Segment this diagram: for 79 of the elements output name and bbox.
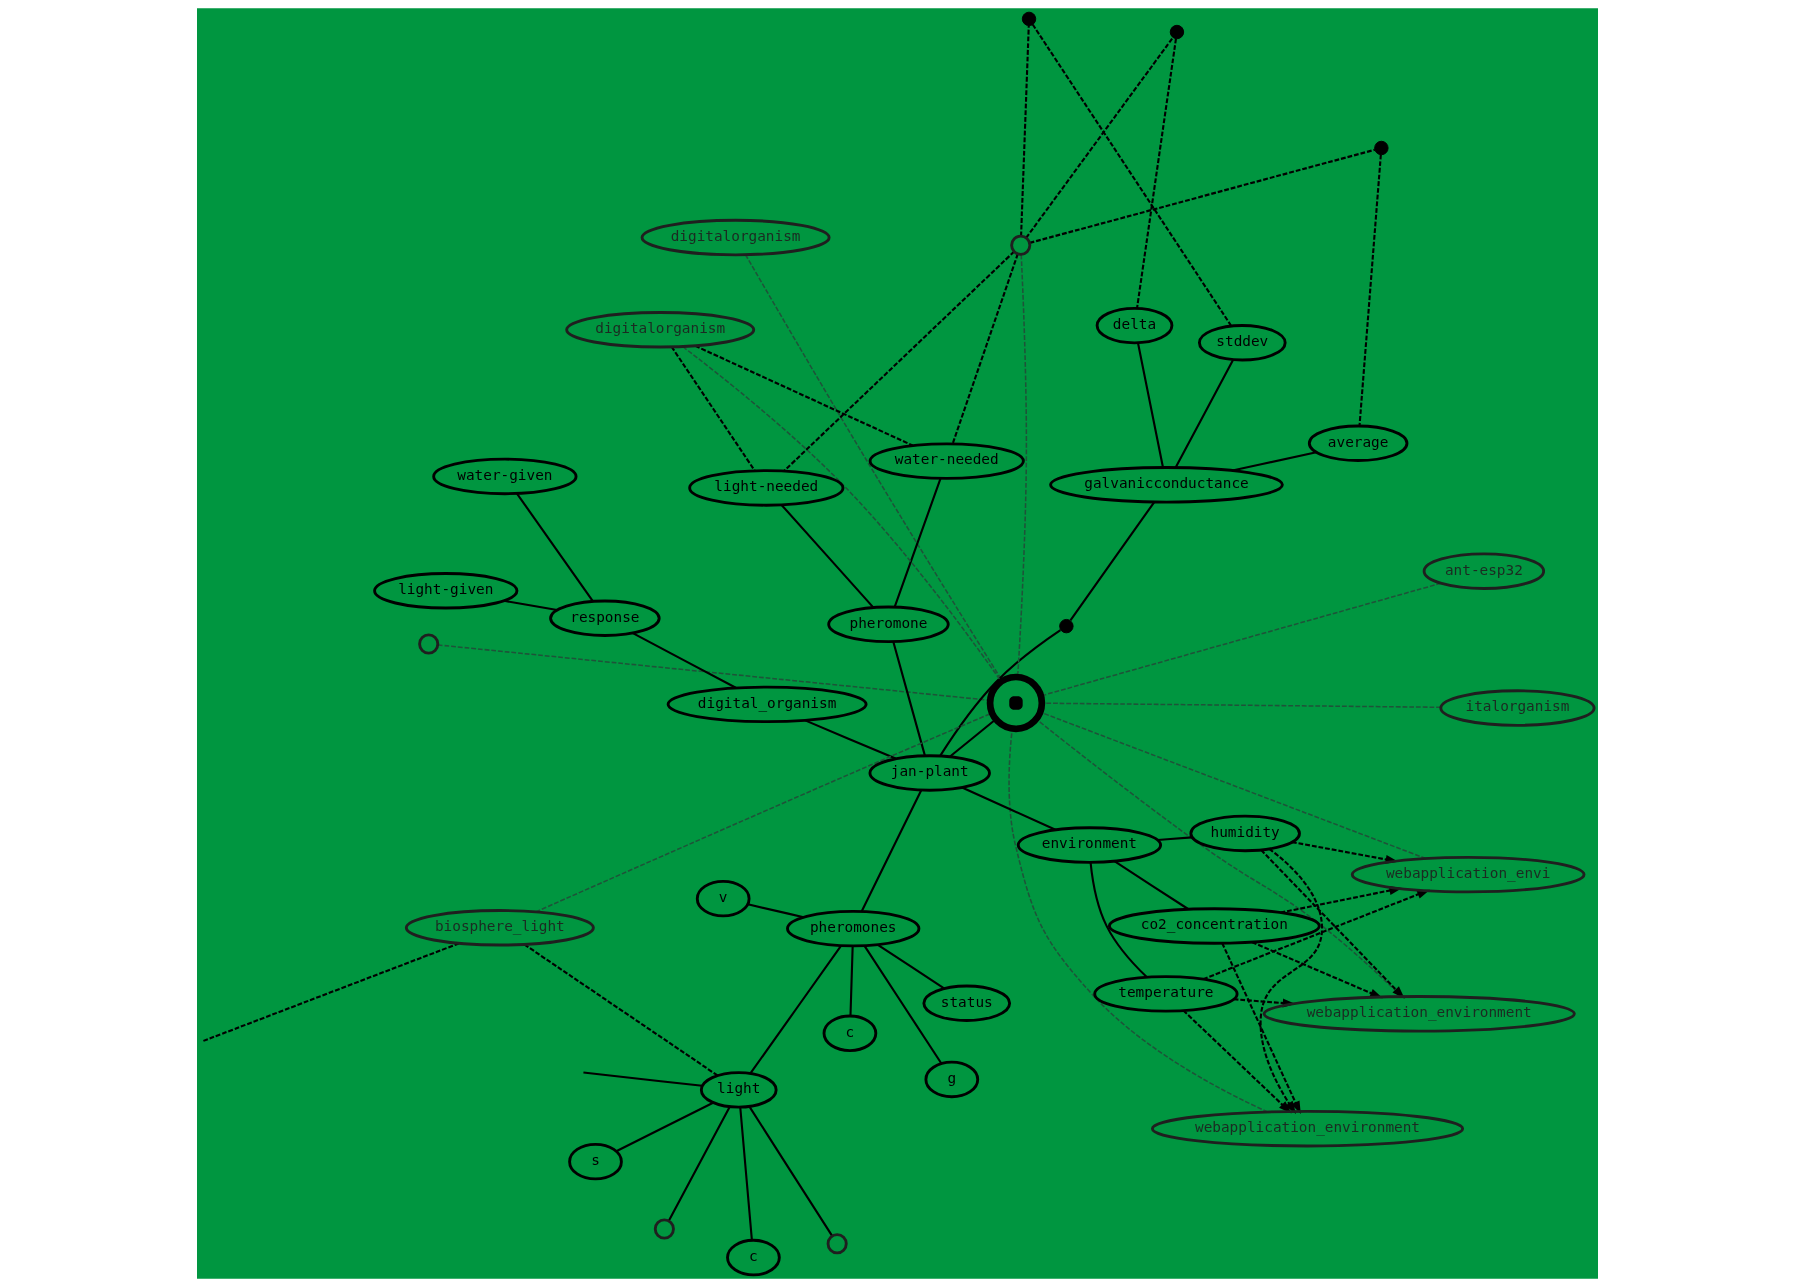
connector <box>893 478 942 608</box>
connector <box>667 1106 731 1222</box>
node-ellipse: v <box>695 879 751 918</box>
node-ellipse: light-given <box>373 572 519 610</box>
connector <box>632 632 737 689</box>
node-dot <box>1374 140 1389 156</box>
connector <box>781 504 875 609</box>
connector <box>863 945 943 1064</box>
node-dot <box>1059 618 1074 634</box>
connector <box>583 1071 703 1087</box>
node-circle <box>418 633 440 655</box>
node-ellipse: digital_organism <box>666 685 868 724</box>
node-ellipse: pheromones <box>786 909 921 948</box>
node-ellipse: light <box>699 1071 778 1109</box>
connector <box>939 629 1062 757</box>
node-circle <box>653 1218 675 1240</box>
connector <box>615 1101 714 1153</box>
node-ellipse: galvanicconductance <box>1049 466 1284 504</box>
connector <box>877 943 945 990</box>
connector <box>1136 342 1165 468</box>
node-ellipse: digitalorganism <box>640 218 831 257</box>
node-circle <box>1010 234 1032 256</box>
connector <box>849 945 854 1016</box>
node-ellipse: environment <box>1016 826 1163 864</box>
node-circle <box>826 1233 848 1255</box>
node-dot <box>1169 24 1185 40</box>
connector <box>516 493 594 602</box>
connector <box>670 346 756 472</box>
connector <box>1020 26 1030 237</box>
node-ellipse: webapplication_environment <box>1150 1109 1465 1148</box>
connector <box>201 942 460 1043</box>
connector <box>1031 23 1232 327</box>
node-ellipse: biosphere_light <box>404 909 595 947</box>
connector <box>503 599 558 612</box>
connector <box>694 344 914 447</box>
node-ellipse: c <box>726 1238 781 1277</box>
connector <box>523 943 719 1077</box>
connector <box>747 903 804 919</box>
connector <box>783 251 1015 472</box>
connector <box>1358 154 1382 426</box>
node-circle <box>986 673 1046 733</box>
node-ellipse: light-needed <box>688 469 845 507</box>
connector <box>1135 38 1178 309</box>
node-ellipse: jan-plant <box>868 754 991 792</box>
connector <box>951 253 1019 444</box>
connector <box>535 712 993 913</box>
connector <box>1174 359 1235 468</box>
connector <box>961 786 1056 831</box>
node-ellipse: humidity <box>1189 814 1301 853</box>
node-ellipse: water-given <box>432 457 578 496</box>
node-ellipse: status <box>922 984 1012 1022</box>
node-ellipse: c <box>822 1014 878 1052</box>
connector <box>860 789 923 912</box>
node-ellipse: water-needed <box>868 442 1025 480</box>
connector <box>748 1106 834 1237</box>
node-ellipse: average <box>1307 424 1409 462</box>
connector <box>1029 148 1376 244</box>
connector <box>892 641 926 756</box>
node-dot <box>1021 11 1037 27</box>
node-ellipse: delta <box>1095 306 1174 345</box>
connector <box>739 1107 753 1241</box>
node-ellipse: ant-esp32 <box>1422 552 1546 590</box>
connector <box>804 719 897 760</box>
node-ellipse: italorganism <box>1439 689 1596 727</box>
connector <box>1069 501 1156 622</box>
connector <box>1113 860 1189 910</box>
node-ellipse: co2_concentration <box>1107 907 1321 945</box>
connector <box>949 718 997 758</box>
node-ellipse: temperature <box>1093 975 1239 1013</box>
node-ellipse: digitalorganism <box>565 311 756 349</box>
connector <box>1089 862 1148 978</box>
node-ellipse: response <box>549 599 661 637</box>
node-ellipse: stddev <box>1197 324 1287 362</box>
connector <box>1157 836 1192 841</box>
node-ellipse: s <box>568 1142 623 1181</box>
connector <box>749 945 842 1074</box>
connector <box>1025 37 1174 239</box>
node-ellipse: pheromone <box>827 605 950 644</box>
node-ellipse: g <box>924 1060 980 1099</box>
